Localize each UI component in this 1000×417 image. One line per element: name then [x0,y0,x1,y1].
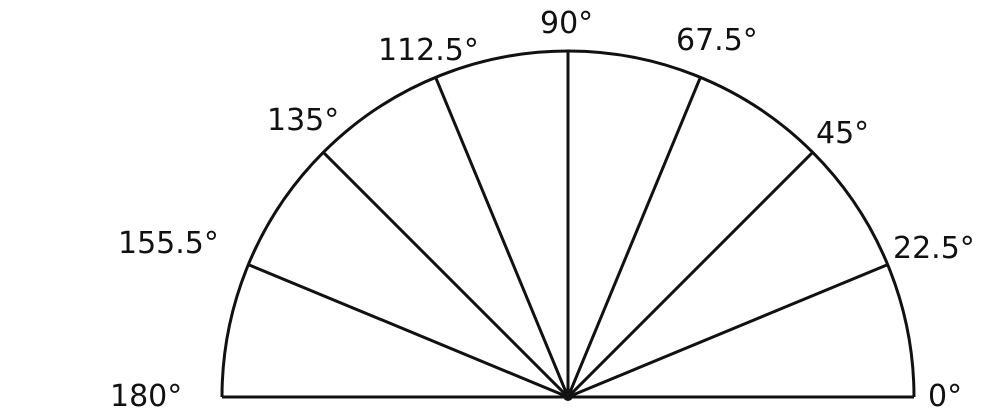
angle-label-22-5: 22.5° [893,231,975,266]
angle-label-0: 0° [928,379,962,414]
angle-label-180: 180° [110,379,182,414]
angle-label-135: 135° [267,103,339,138]
spoke-line-112-5 [434,76,570,398]
angle-spokes [247,51,889,399]
angle-labels: 0° 22.5° 45° 67.5° 90° 112.5° 135° 155.5… [110,6,975,414]
angle-label-112-5: 112.5° [378,33,479,68]
angle-label-155-5: 155.5° [118,226,219,261]
spoke-line-135 [322,151,570,399]
angle-label-45: 45° [816,116,869,151]
angle-label-90: 90° [540,6,593,41]
center-point [563,391,573,401]
spoke-line-22-5 [567,263,889,399]
spoke-line-67-5 [566,76,702,398]
spoke-line-45 [566,151,814,399]
angle-label-67-5: 67.5° [676,23,758,58]
spoke-line-157-5 [247,263,569,399]
